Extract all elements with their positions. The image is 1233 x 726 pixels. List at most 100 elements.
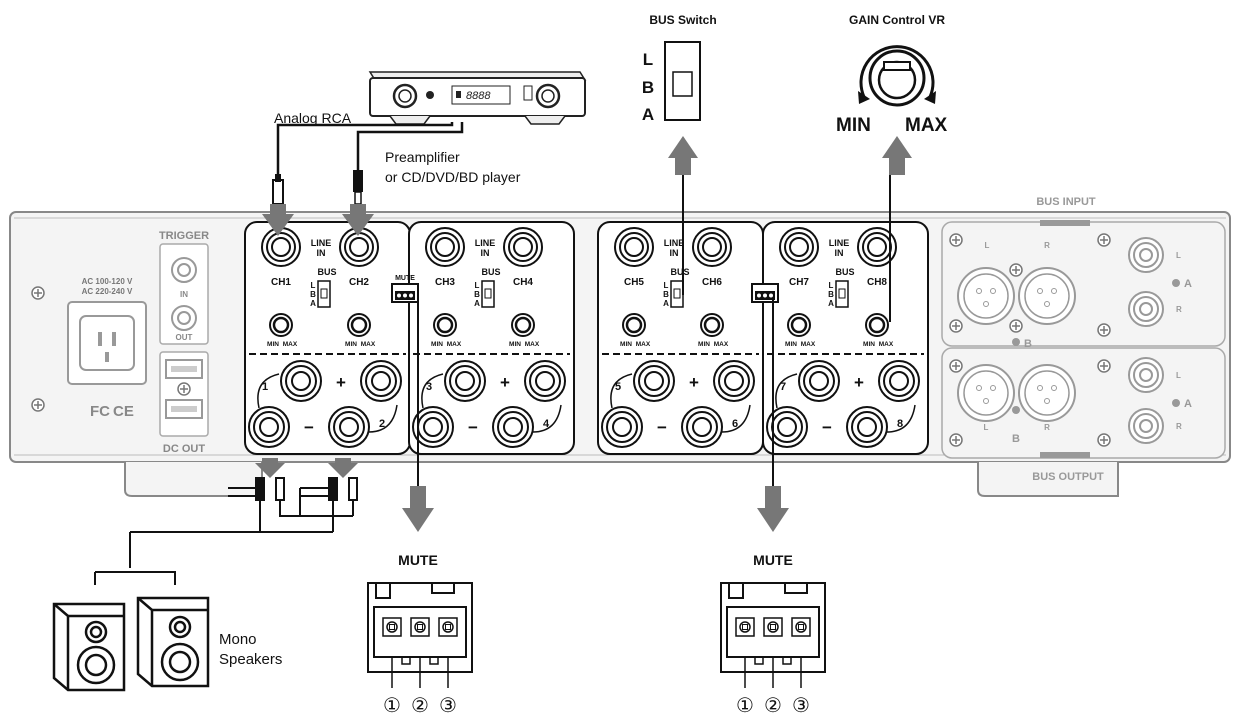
bus-switch-l: L (643, 50, 653, 69)
gain-knob[interactable] (510, 312, 536, 338)
preamp-callout-line2: or CD/DVD/BD player (385, 169, 521, 185)
speaker-post-plus[interactable] (444, 360, 486, 402)
speakers-callout-line2: Speakers (219, 651, 282, 668)
speaker-post-minus[interactable] (601, 406, 643, 448)
gain-knob[interactable] (864, 312, 890, 338)
line-in-jack-ch3[interactable] (425, 227, 465, 267)
line-in-jack-ch5[interactable] (614, 227, 654, 267)
knob-min-label: MIN (863, 341, 875, 348)
speaker-post-minus[interactable] (846, 406, 888, 448)
bus-out-a-label: A (1184, 398, 1192, 410)
gain-knob-arc (859, 45, 935, 98)
xlr-input-right[interactable] (1018, 267, 1076, 325)
mute-right-title: MUTE (753, 552, 793, 568)
xlr-input-left[interactable] (957, 267, 1015, 325)
speaker-post-plus[interactable] (878, 360, 920, 402)
panel-screw (949, 233, 963, 247)
rca-in-r-label: R (1176, 305, 1182, 314)
bus-label: BUS (317, 267, 336, 277)
bus-l-label: L (311, 281, 316, 290)
speakers-callout-line1: Mono (219, 631, 257, 648)
speaker-left (52, 602, 126, 692)
panel-screw (177, 382, 191, 396)
knob-min-label: MIN (785, 341, 797, 348)
knob-min-label: MIN (509, 341, 521, 348)
output-number: 4 (543, 418, 550, 430)
speaker-post-minus[interactable] (328, 406, 370, 448)
knob-max-label: MAX (801, 341, 816, 348)
mute-pin-number: ③ (439, 695, 457, 717)
speaker-post-plus[interactable] (798, 360, 840, 402)
speaker-post-plus[interactable] (360, 360, 402, 402)
mute-pin-number: ① (736, 695, 754, 717)
rca-cable-ch2 (356, 122, 464, 170)
channel-label: CH1 (271, 277, 291, 288)
mute-port-right[interactable] (751, 283, 779, 303)
speaker-wire-arrows (255, 458, 358, 478)
line-in-jack-ch1[interactable] (261, 227, 301, 267)
mute-left-arrow (402, 486, 434, 532)
gain-knob[interactable] (699, 312, 725, 338)
gain-knob[interactable] (432, 312, 458, 338)
panel-screw (1097, 323, 1111, 337)
line-label: LINE (829, 238, 850, 248)
mute-pin-number: ③ (792, 695, 810, 717)
bus-a-label: A (663, 299, 669, 308)
channel-label: CH8 (867, 277, 887, 288)
mute-right-arrow (757, 486, 789, 532)
in-label: IN (481, 248, 490, 258)
bus-l-label: L (829, 281, 834, 290)
panel-screw (949, 319, 963, 333)
speaker-post-plus[interactable] (524, 360, 566, 402)
minus-sign: − (657, 418, 667, 437)
speaker-post-minus[interactable] (681, 406, 723, 448)
rca-out-l-label: L (1176, 371, 1181, 380)
mute-port-left[interactable] (391, 283, 419, 303)
speaker-post-minus[interactable] (248, 406, 290, 448)
ac-voltage-line2: AC 220-240 V (82, 287, 133, 296)
xlr-output-right[interactable] (1018, 364, 1076, 422)
panel-screw (1009, 319, 1023, 333)
speaker-post-minus[interactable] (492, 406, 534, 448)
output-number: 3 (426, 381, 432, 393)
gain-knob[interactable] (786, 312, 812, 338)
channel-label: CH5 (624, 277, 644, 288)
xlr-output-left[interactable] (957, 364, 1015, 422)
bus-b-label: B (474, 290, 480, 299)
line-in-jack-ch6[interactable] (692, 227, 732, 267)
panel-screw (1097, 359, 1111, 373)
rca-output-right[interactable] (1128, 408, 1164, 444)
minus-sign: − (468, 418, 478, 437)
gain-knob[interactable] (346, 312, 372, 338)
line-in-jack-ch4[interactable] (503, 227, 543, 267)
gain-knob[interactable] (268, 312, 294, 338)
output-number: 2 (379, 418, 385, 430)
line-in-jack-ch7[interactable] (779, 227, 819, 267)
rca-cable-ch1 (276, 122, 454, 175)
chassis-screw (31, 398, 45, 412)
rca-input-left[interactable] (1128, 237, 1164, 273)
knob-min-label: MIN (620, 341, 632, 348)
knob-max-label: MAX (879, 341, 894, 348)
xlr-in-l-label: L (985, 241, 990, 250)
rca-output-left[interactable] (1128, 357, 1164, 393)
bus-a-label: A (474, 299, 480, 308)
panel-screw (949, 359, 963, 373)
gain-knob[interactable] (621, 312, 647, 338)
mute-port-label-left: MUTE (395, 275, 415, 282)
speaker-post-plus[interactable] (633, 360, 675, 402)
bus-in-b-label: B (1024, 338, 1032, 350)
speaker-post-plus[interactable] (280, 360, 322, 402)
rca-input-right[interactable] (1128, 291, 1164, 327)
speaker-post-plus[interactable] (713, 360, 755, 402)
knob-max-label: MAX (361, 341, 376, 348)
fcc-mark: FC (90, 403, 110, 420)
bus-switch-title: BUS Switch (649, 13, 716, 27)
rca-out-r-label: R (1176, 422, 1182, 431)
mute-pin-number: ② (764, 695, 782, 717)
